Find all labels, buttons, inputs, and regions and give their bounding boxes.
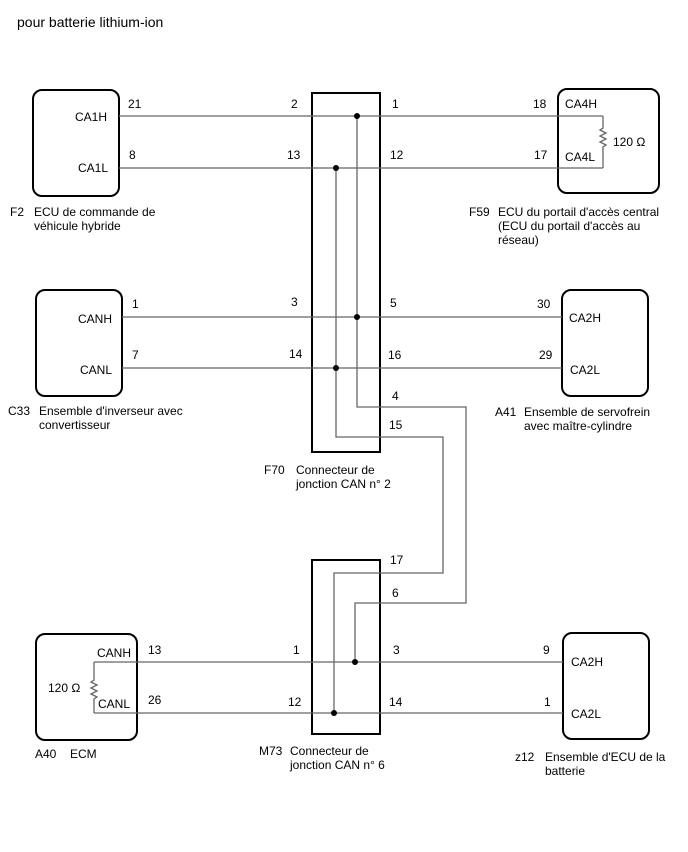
f70-left-pin: 2 bbox=[291, 97, 298, 111]
a41-name-2: avec maître-cylindre bbox=[524, 419, 633, 433]
junction-dot bbox=[331, 710, 337, 716]
z12-code: z12 bbox=[515, 750, 535, 764]
m73-name-1: Connecteur de bbox=[290, 744, 369, 758]
f70-bus-low bbox=[333, 168, 444, 713]
c33-name-2: convertisseur bbox=[39, 418, 111, 432]
f70-right-pin: 1 bbox=[392, 97, 399, 111]
a41-pin-num-2: 29 bbox=[539, 348, 553, 362]
f70-name-2: jonction CAN n° 2 bbox=[296, 477, 391, 491]
junction-dot bbox=[354, 113, 360, 119]
f59-pin-label-1: CA4H bbox=[565, 97, 598, 111]
c33-pin-num-2: 7 bbox=[132, 348, 139, 362]
a41-box bbox=[561, 289, 649, 397]
c33-pin-label-2: CANL bbox=[80, 363, 113, 377]
f2-pin-num-1: 21 bbox=[128, 97, 142, 111]
f70-left-pin: 13 bbox=[287, 148, 301, 162]
c33-code: C33 bbox=[8, 404, 31, 418]
a40-resistor bbox=[89, 662, 99, 713]
m73-left-pin: 1 bbox=[293, 643, 300, 657]
f70-name-1: Connecteur de bbox=[296, 463, 375, 477]
f59-pin-num-2: 17 bbox=[534, 148, 548, 162]
m73-right-pin: 14 bbox=[389, 695, 403, 709]
m73-connector-box bbox=[311, 559, 381, 735]
m73-code: M73 bbox=[259, 744, 283, 758]
f59-pin-label-2: CA4L bbox=[565, 150, 596, 164]
f2-pin-label-1: CA1H bbox=[75, 110, 108, 124]
f70-left-pin: 3 bbox=[291, 295, 298, 309]
z12-pin-label-2: CA2L bbox=[571, 707, 602, 721]
z12-name-1: Ensemble d'ECU de la bbox=[545, 750, 666, 764]
f59-resistor-value: 120 Ω bbox=[613, 135, 646, 149]
a40-pin-num-1: 13 bbox=[148, 643, 162, 657]
f59-resistor bbox=[598, 116, 608, 168]
f70-right-pin: 15 bbox=[389, 418, 403, 432]
f70-left-pin: 14 bbox=[289, 347, 303, 361]
f2-pin-label-2: CA1L bbox=[78, 161, 109, 175]
m73-name-2: jonction CAN n° 6 bbox=[290, 758, 385, 772]
c33-box bbox=[35, 289, 123, 397]
f59-pin-num-1: 18 bbox=[533, 97, 547, 111]
junction-dot bbox=[354, 314, 360, 320]
a40-code: A40 bbox=[35, 747, 57, 761]
f59-code: F59 bbox=[469, 205, 490, 219]
a41-pin-label-1: CA2H bbox=[569, 311, 602, 325]
f70-bus-high bbox=[354, 116, 467, 662]
m73-right-pin: 3 bbox=[393, 643, 400, 657]
f70-right-pin: 4 bbox=[392, 389, 399, 403]
a41-name-1: Ensemble de servofrein bbox=[524, 405, 651, 419]
junction-dot bbox=[333, 165, 339, 171]
f59-name-3: réseau) bbox=[498, 233, 539, 247]
c33-name-1: Ensemble d'inverseur avec bbox=[39, 404, 183, 418]
f59-box bbox=[557, 88, 660, 194]
a40-box bbox=[35, 633, 138, 741]
f70-connector-box bbox=[311, 92, 381, 453]
f2-name-1: ECU de commande de bbox=[34, 205, 156, 219]
f59-name-1: ECU du portail d'accès central bbox=[498, 205, 660, 219]
z12-pin-num-1: 9 bbox=[543, 643, 550, 657]
junction-dot bbox=[333, 365, 339, 371]
c33-pin-label-1: CANH bbox=[78, 312, 113, 326]
f59-name-2: (ECU du portail d'accès au bbox=[498, 219, 641, 233]
m73-right-pin: 17 bbox=[390, 553, 404, 567]
a41-code: A41 bbox=[495, 405, 517, 419]
f2-name-2: véhicule hybride bbox=[34, 219, 121, 233]
m73-left-pin: 12 bbox=[288, 695, 302, 709]
a40-pin-label-2: CANL bbox=[98, 697, 131, 711]
f2-pin-num-2: 8 bbox=[129, 148, 136, 162]
z12-pin-label-1: CA2H bbox=[571, 655, 604, 669]
a40-pin-label-1: CANH bbox=[97, 646, 132, 660]
f70-right-pin: 5 bbox=[390, 296, 397, 310]
f70-right-pin: 16 bbox=[388, 348, 402, 362]
a41-pin-label-2: CA2L bbox=[570, 363, 601, 377]
junction-dot bbox=[352, 659, 358, 665]
a40-name-1: ECM bbox=[70, 747, 97, 761]
z12-pin-num-2: 1 bbox=[544, 695, 551, 709]
a40-pin-num-2: 26 bbox=[148, 693, 162, 707]
z12-name-2: batterie bbox=[545, 764, 586, 778]
a40-resistor-value: 120 Ω bbox=[48, 681, 81, 695]
c33-pin-num-1: 1 bbox=[132, 297, 139, 311]
f2-box bbox=[32, 89, 120, 197]
f70-code: F70 bbox=[264, 463, 285, 477]
f70-right-pin: 12 bbox=[390, 148, 404, 162]
a41-pin-num-1: 30 bbox=[537, 297, 551, 311]
m73-right-pin: 6 bbox=[392, 586, 399, 600]
z12-box bbox=[562, 632, 650, 740]
diagram-title: pour batterie lithium-ion bbox=[17, 14, 164, 30]
f2-code: F2 bbox=[10, 205, 25, 219]
